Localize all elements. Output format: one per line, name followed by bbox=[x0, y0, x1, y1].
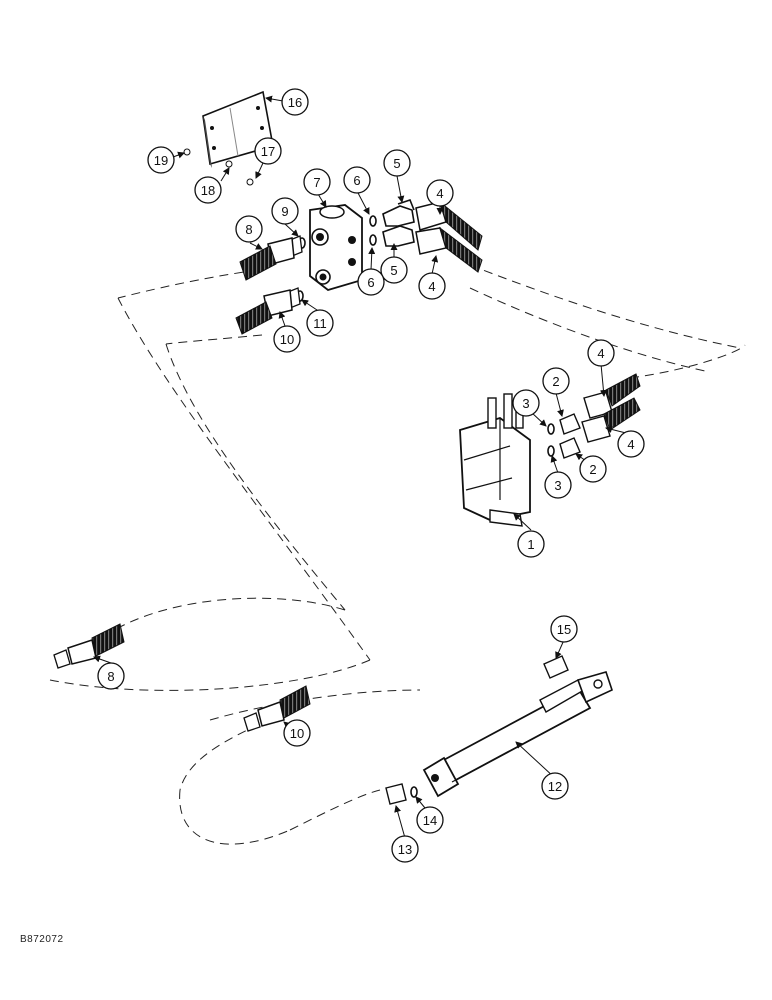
callout-10: 10 bbox=[273, 325, 301, 353]
svg-text:4: 4 bbox=[428, 279, 435, 294]
callout-6: 6 bbox=[343, 166, 371, 194]
callout-2: 2 bbox=[542, 367, 570, 395]
svg-text:11: 11 bbox=[313, 316, 327, 331]
callout-15: 15 bbox=[550, 615, 578, 643]
callout-19: 19 bbox=[147, 146, 175, 174]
callout-13: 13 bbox=[391, 835, 419, 863]
hose-ends-upper bbox=[415, 200, 483, 273]
svg-text:10: 10 bbox=[290, 726, 304, 741]
svg-text:2: 2 bbox=[589, 462, 596, 477]
callout-3: 3 bbox=[512, 389, 540, 417]
callout-17: 17 bbox=[254, 137, 282, 165]
svg-text:18: 18 bbox=[201, 183, 215, 198]
callout-18: 18 bbox=[194, 176, 222, 204]
svg-text:17: 17 bbox=[261, 144, 275, 159]
callout-4: 4 bbox=[587, 339, 615, 367]
callouts: 1 2 2 3 3 4 4 4 4 5 5 6 6 7 8 8 9 10 10 … bbox=[97, 88, 645, 863]
callout-5: 5 bbox=[383, 149, 411, 177]
callout-14: 14 bbox=[416, 806, 444, 834]
callout-12: 12 bbox=[541, 772, 569, 800]
callout-11: 11 bbox=[306, 309, 334, 337]
callout-4: 4 bbox=[617, 430, 645, 458]
callout-8: 8 bbox=[97, 662, 125, 690]
svg-text:3: 3 bbox=[522, 396, 529, 411]
svg-text:5: 5 bbox=[390, 263, 397, 278]
callout-3: 3 bbox=[544, 471, 572, 499]
callout-4: 4 bbox=[418, 272, 446, 300]
svg-text:4: 4 bbox=[436, 186, 443, 201]
elbow-fittings bbox=[382, 199, 415, 247]
svg-text:10: 10 bbox=[280, 332, 294, 347]
svg-text:14: 14 bbox=[423, 813, 437, 828]
plate-fasteners bbox=[183, 148, 254, 186]
callout-7: 7 bbox=[303, 168, 331, 196]
hose-ends-left bbox=[235, 235, 303, 335]
svg-text:4: 4 bbox=[597, 346, 604, 361]
svg-text:1: 1 bbox=[527, 537, 534, 552]
svg-text:7: 7 bbox=[313, 175, 320, 190]
svg-text:8: 8 bbox=[245, 222, 252, 237]
callout-5: 5 bbox=[380, 256, 408, 284]
svg-text:19: 19 bbox=[154, 153, 168, 168]
svg-text:4: 4 bbox=[627, 437, 634, 452]
hose-routing-lines bbox=[49, 264, 746, 845]
svg-text:5: 5 bbox=[393, 156, 400, 171]
svg-text:13: 13 bbox=[398, 842, 412, 857]
svg-text:2: 2 bbox=[552, 374, 559, 389]
hydraulic-cylinder bbox=[422, 671, 613, 798]
callout-2: 2 bbox=[579, 455, 607, 483]
callout-16: 16 bbox=[281, 88, 309, 116]
callout-1: 1 bbox=[517, 530, 545, 558]
svg-text:3: 3 bbox=[554, 478, 561, 493]
callout-4: 4 bbox=[426, 179, 454, 207]
svg-text:16: 16 bbox=[288, 95, 302, 110]
callout-8: 8 bbox=[235, 215, 263, 243]
svg-text:6: 6 bbox=[353, 173, 360, 188]
flow-control-valve bbox=[309, 204, 363, 291]
figure-code: B872072 bbox=[20, 934, 64, 945]
svg-text:9: 9 bbox=[281, 204, 288, 219]
svg-text:15: 15 bbox=[557, 622, 571, 637]
svg-text:6: 6 bbox=[367, 275, 374, 290]
callout-10: 10 bbox=[283, 719, 311, 747]
hose-ends-lower bbox=[53, 623, 311, 732]
leader-lines bbox=[93, 95, 627, 839]
valve-fittings-right bbox=[547, 373, 641, 459]
svg-text:8: 8 bbox=[107, 669, 114, 684]
callout-6: 6 bbox=[357, 268, 385, 296]
callout-9: 9 bbox=[271, 197, 299, 225]
svg-text:12: 12 bbox=[548, 779, 562, 794]
